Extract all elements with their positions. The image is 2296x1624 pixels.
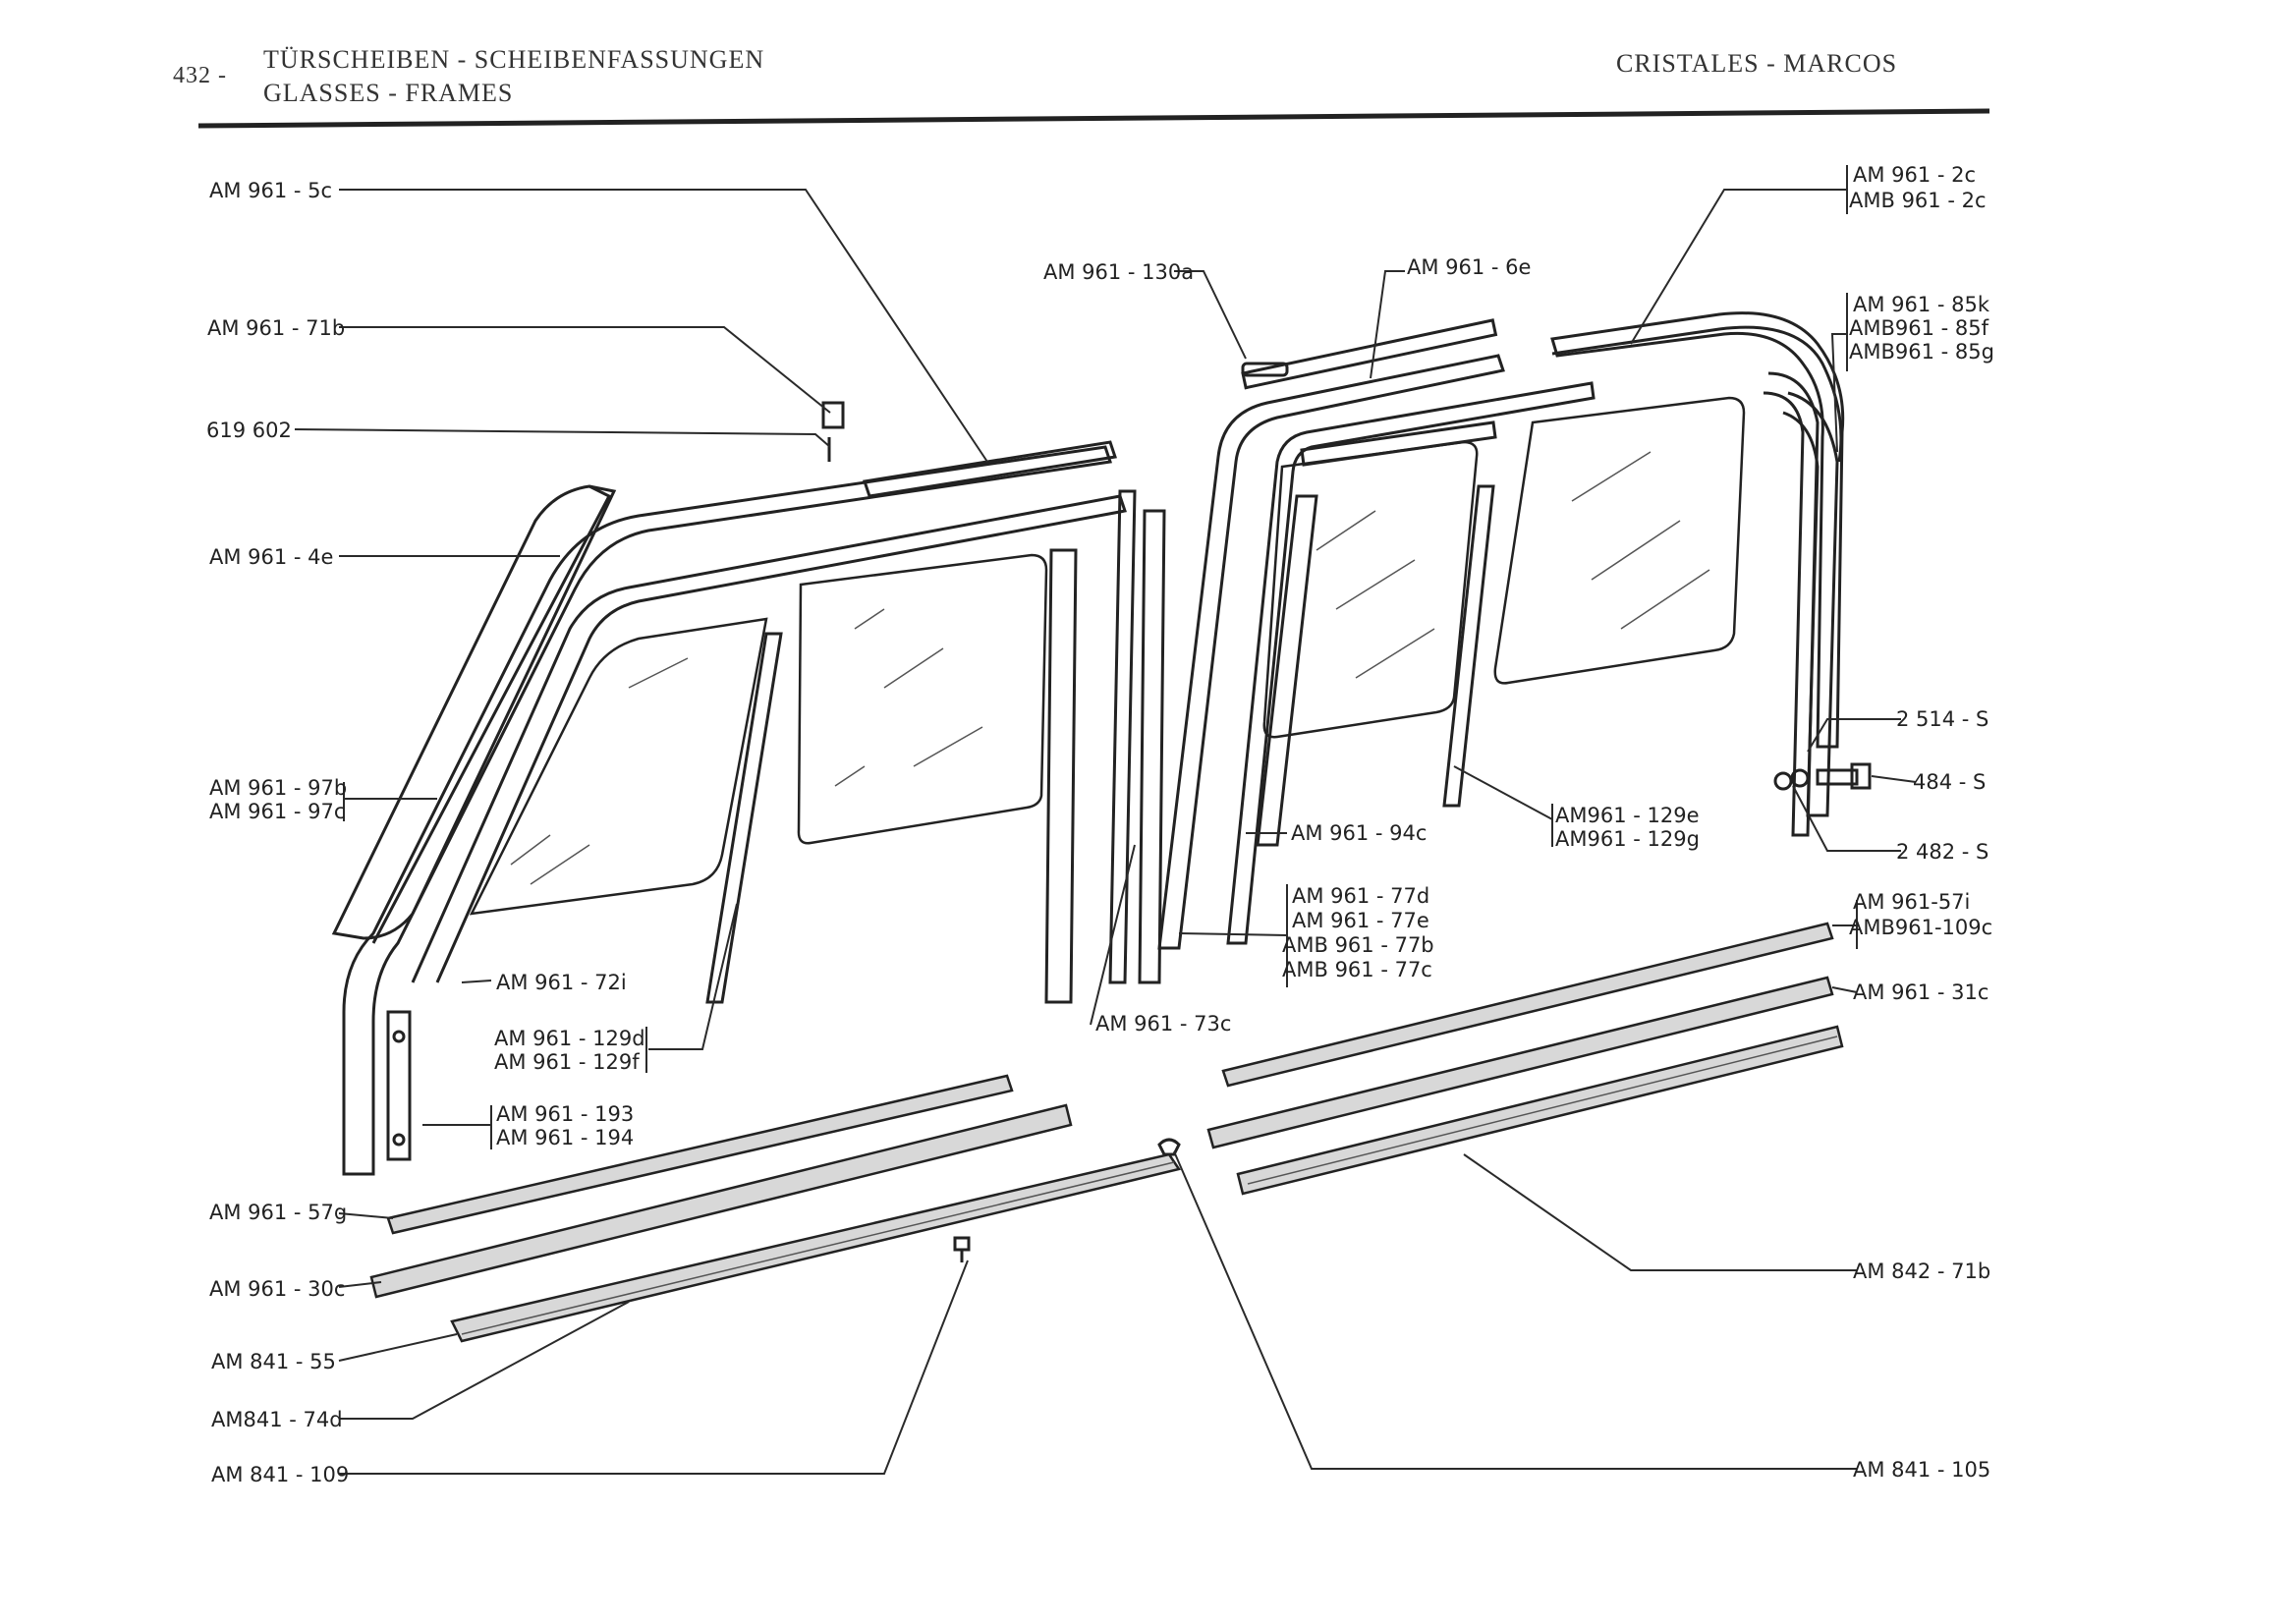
label-am961-97b: AM 961 - 97b: [209, 776, 348, 800]
label-am961-73c: AM 961 - 73c: [1095, 1012, 1232, 1036]
label-2482-s: 2 482 - S: [1896, 840, 1989, 864]
rear-door-channels: [1256, 420, 1497, 847]
label-amb961-85g: AMB961 - 85g: [1849, 340, 1994, 364]
rear-door-vent-rod: [1241, 362, 1289, 377]
leader-lines-left: [294, 189, 988, 1475]
title-spanish: CRISTALES - MARCOS: [1616, 49, 1898, 78]
label-am961-57i: AM 961-57i: [1853, 890, 1971, 914]
label-am961-193: AM 961 - 193: [496, 1102, 635, 1126]
label-am961-57g: AM 961 - 57g: [209, 1201, 348, 1224]
label-am961-71b: AM 961 - 71b: [207, 316, 346, 340]
label-amb961-85f: AMB961 - 85f: [1849, 316, 1989, 340]
label-am961-194: AM 961 - 194: [496, 1126, 635, 1149]
label-amb961-77b: AMB 961 - 77b: [1282, 933, 1434, 957]
label-am841-55: AM 841 - 55: [211, 1350, 336, 1373]
label-am841-74d: AM841 - 74d: [211, 1408, 343, 1431]
label-am961-4e: AM 961 - 4e: [209, 545, 334, 569]
label-am961-130a: AM 961 - 130a: [1043, 260, 1195, 284]
bolt-washer-assembly: [1773, 762, 1872, 791]
page-number: 432 -: [173, 63, 227, 88]
label-am961-2c: AM 961 - 2c: [1853, 163, 1977, 187]
front-door-frame-outer: [342, 445, 1127, 1176]
label-am961-77d: AM 961 - 77d: [1292, 884, 1430, 908]
label-am961-129d: AM 961 - 129d: [494, 1027, 645, 1050]
front-door-glass-seal: [331, 484, 617, 944]
label-amb961-109c: AMB961-109c: [1849, 916, 1993, 939]
front-door-guide-channel: [705, 632, 783, 1004]
rear-lower-strips: [1157, 922, 1844, 1196]
label-619602: 619 602: [206, 419, 292, 442]
front-lower-strips: [369, 1074, 1182, 1343]
label-am961-94c: AM 961 - 94c: [1291, 821, 1428, 845]
label-am961-31c: AM 961 - 31c: [1853, 980, 1989, 1004]
front-frame-bracket: [386, 1010, 412, 1161]
label-am961-129g: AM961 - 129g: [1555, 827, 1700, 851]
front-upper-clip: [821, 401, 845, 462]
label-am961-85k: AM 961 - 85k: [1853, 293, 1990, 316]
label-am842-71b: AM 842 - 71b: [1853, 1260, 1991, 1283]
label-am961-5c: AM 961 - 5c: [209, 179, 333, 202]
leader-lines-right: [1090, 165, 1917, 1470]
rear-door-weatherstrip: [1551, 325, 1843, 837]
label-am961-6e: AM 961 - 6e: [1407, 255, 1532, 279]
label-amb961-77c: AMB 961 - 77c: [1282, 958, 1432, 981]
rear-door-glass: [1262, 396, 1746, 739]
title-german: TÜRSCHEIBEN - SCHEIBENFASSUNGEN: [263, 45, 765, 74]
label-484-s: 484 - S: [1913, 770, 1987, 794]
header-rule: [197, 108, 1990, 129]
label-am961-97c: AM 961 - 97c: [209, 800, 346, 823]
label-am961-72i: AM 961 - 72i: [496, 971, 627, 994]
front-door-glass: [469, 553, 1048, 916]
front-door-vent-strip: [863, 440, 1166, 1004]
label-am961-30c: AM 961 - 30c: [209, 1277, 346, 1301]
label-amb961-2c: AMB 961 - 2c: [1849, 189, 1987, 212]
title-english: GLASSES - FRAMES: [263, 79, 514, 107]
label-am961-129e: AM961 - 129e: [1555, 804, 1700, 827]
label-am841-109: AM 841 - 109: [211, 1463, 350, 1486]
label-am961-129f: AM 961 - 129f: [494, 1050, 640, 1074]
label-am841-105: AM 841 - 105: [1853, 1458, 1991, 1482]
label-am961-77e: AM 961 - 77e: [1292, 909, 1429, 932]
label-2514-s: 2 514 - S: [1896, 707, 1989, 731]
